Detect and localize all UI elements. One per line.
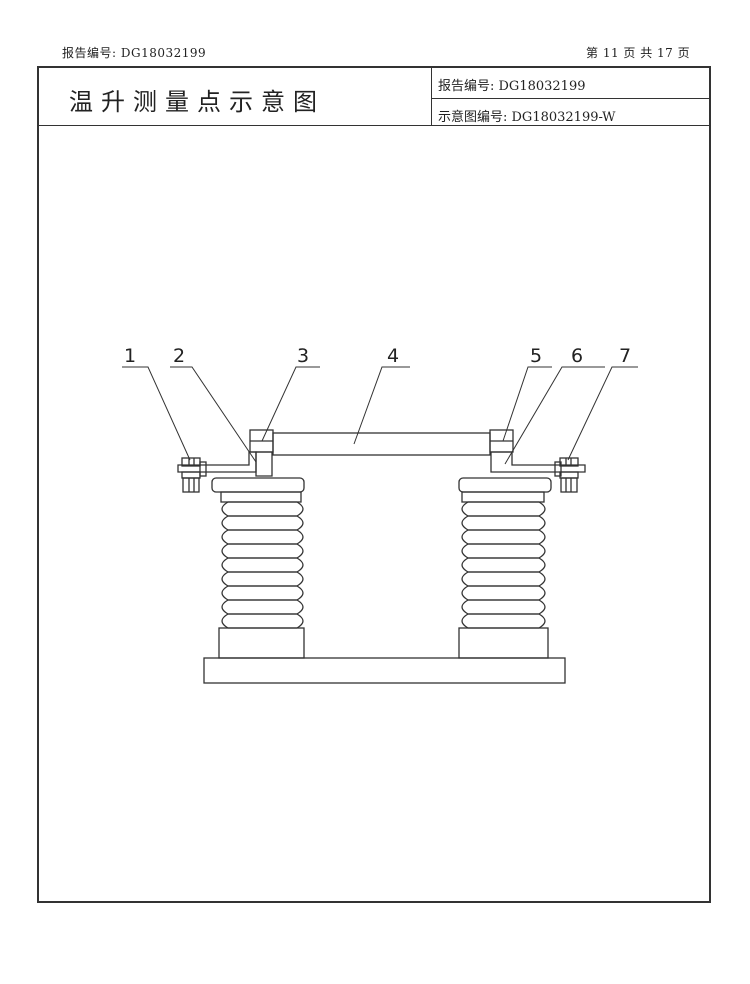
base-plate	[203, 657, 566, 684]
conductor-bar	[272, 432, 491, 456]
diagram-number-cell: 示意图编号: DG18032199-W	[432, 99, 711, 126]
left-terminal	[177, 429, 274, 493]
left-insulator	[211, 477, 305, 659]
left-insulator-sheds	[221, 501, 304, 629]
diagram-number: 示意图编号: DG18032199-W	[438, 110, 616, 125]
right-insulator	[458, 477, 552, 659]
callout-3: 3	[297, 345, 309, 367]
drawing-frame: 温升测量点示意图 报告编号: DG18032199 示意图编号: DG18032…	[37, 66, 711, 903]
title-cell: 温升测量点示意图	[39, 68, 432, 126]
report-number: 报告编号: DG18032199	[438, 79, 586, 94]
callout-4: 4	[387, 345, 399, 367]
page-header-report-number: 报告编号: DG18032199	[62, 46, 207, 60]
callout-labels: 1 2 3 4 5 6 7	[124, 345, 631, 367]
callout-1: 1	[124, 345, 136, 367]
callout-2: 2	[173, 345, 185, 367]
callout-6: 6	[571, 345, 583, 367]
callout-7: 7	[619, 345, 631, 367]
page-number: 第 11 页 共 17 页	[586, 46, 691, 60]
callout-5: 5	[530, 345, 542, 367]
right-terminal	[489, 429, 586, 493]
leader-lines	[122, 366, 638, 465]
report-number-cell: 报告编号: DG18032199	[432, 68, 711, 99]
right-insulator-sheds	[461, 501, 546, 629]
drawing-title: 温升测量点示意图	[69, 88, 325, 116]
